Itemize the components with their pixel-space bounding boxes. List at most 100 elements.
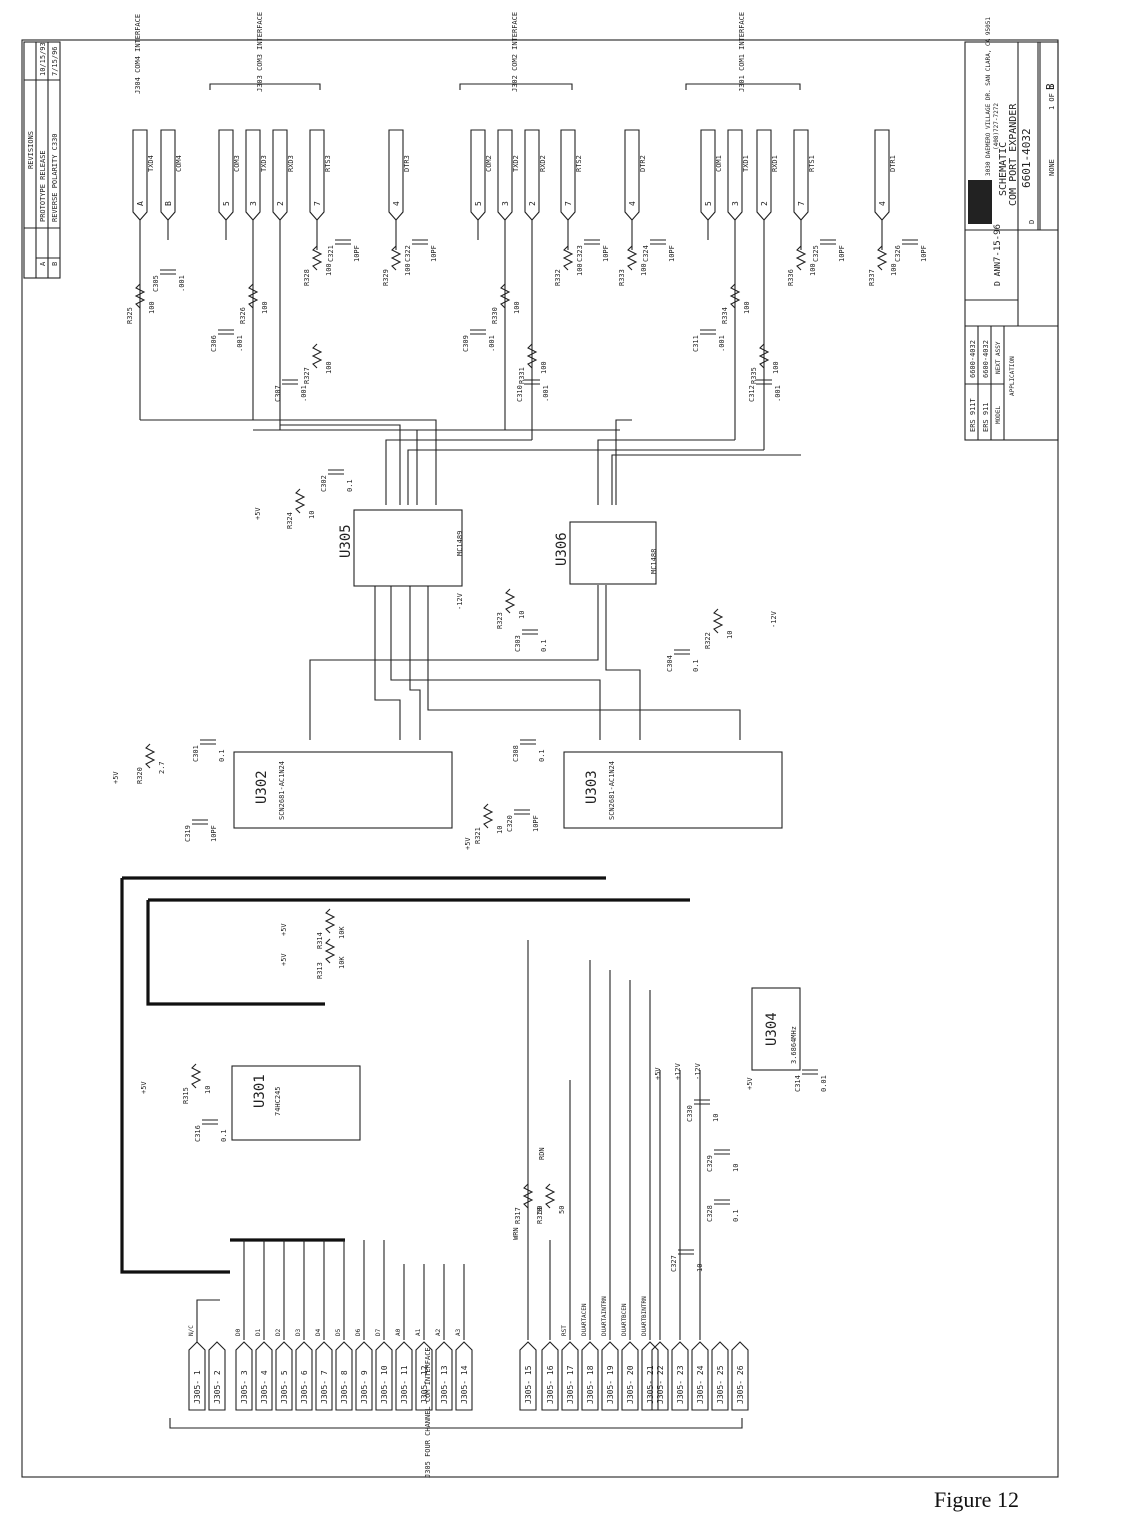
component-value: 0.1 — [346, 479, 354, 492]
capacitor-c309: C309.001 — [462, 329, 496, 352]
u303-part: SCN2681-AC1N24 — [608, 761, 616, 820]
j305-pin-20: J305- 20 DUARTBCEN — [621, 1303, 639, 1411]
pin-signal: DUARTACEN — [581, 1303, 588, 1336]
component-value: 100 — [325, 263, 333, 276]
component-value: 0.1 — [540, 639, 548, 652]
pin-signal: DUARTBCEN — [621, 1303, 628, 1336]
revision-a-desc: PROTOTYPE RELEASE — [39, 150, 47, 222]
ref-designator: C304 — [666, 655, 674, 672]
pin-number: J305- 19 — [606, 1365, 615, 1404]
rail-label-4: +5V — [464, 837, 472, 850]
port-connectors: J304 COM4 INTERFACE J303 COM3 INTERFACE … — [134, 12, 801, 94]
wiring — [120, 220, 883, 1342]
pin-number: 3 — [501, 201, 510, 206]
pin-number: J305- 7 — [320, 1370, 329, 1404]
component-value: 100 — [404, 263, 412, 276]
u302-part: SCN2681-AC1N24 — [278, 761, 286, 820]
pin-number: J305- 2 — [213, 1370, 222, 1404]
pin-signal: N/C — [188, 1325, 195, 1336]
ref-designator: R318 — [536, 1207, 544, 1224]
pin-number: J305- 10 — [380, 1365, 389, 1404]
ref-designator: C316 — [194, 1125, 202, 1142]
component-value: 0.1 — [218, 749, 226, 762]
ref-designator: R323 — [496, 612, 504, 629]
ref-designator: C305 — [152, 275, 160, 292]
component-value: .001 — [488, 335, 496, 352]
pin-number: 4 — [628, 201, 637, 206]
pin-number: J305- 11 — [400, 1365, 409, 1404]
j305-pin-5: J305- 5D2 — [275, 1328, 293, 1411]
component-value: 100 — [576, 263, 584, 276]
ref-designator: C319 — [184, 825, 192, 842]
j305-pin-25: J305- 25 — [711, 1341, 729, 1411]
revision-a-date: 10/15/93 — [39, 42, 47, 76]
j305-pin-6: J305- 6D3 — [295, 1328, 313, 1411]
j305-pin-9: J305- 9D6 — [355, 1328, 373, 1411]
drawing-scale: NONE — [1048, 159, 1056, 176]
pin-number: J305- 15 — [524, 1365, 533, 1404]
ref-designator: R322 — [704, 632, 712, 649]
pin-number: J305- 3 — [240, 1370, 249, 1404]
pin-signal: DTR3 — [403, 155, 411, 172]
resistor-r329: R329 100 — [382, 245, 412, 286]
pin-number: J305- 21 — [646, 1365, 655, 1404]
pin-number: J305- 4 — [260, 1370, 269, 1404]
revisions-block: REVISIONS A PROTOTYPE RELEASE 10/15/93 B… — [23, 41, 61, 279]
application-header: APPLICATION — [1009, 356, 1016, 396]
ref-designator: C301 — [192, 745, 200, 762]
revision-b-rev: B — [51, 262, 59, 266]
j305-pin-4: J305- 4D1 — [255, 1328, 273, 1411]
pin-signal: D4 — [315, 1328, 322, 1336]
component-value: .001 — [774, 385, 782, 402]
pin-signal: COM2 — [485, 155, 493, 172]
pin-number: 7 — [797, 201, 806, 206]
u304-part: 3.6864MHz — [790, 1026, 798, 1064]
ref-designator: C322 — [404, 245, 412, 262]
rail-label-0: +5V — [254, 507, 262, 520]
pin-number: J305- 20 — [626, 1365, 635, 1404]
u303-ref: U303 — [584, 770, 600, 804]
rail-label-9: +12V — [674, 1062, 682, 1080]
model-2: ERS 911 — [982, 402, 990, 432]
pin-signal: DUARTAINTRN — [601, 1296, 608, 1336]
ref-designator: C310 — [516, 385, 524, 402]
pin-signal: RST — [561, 1325, 568, 1336]
ref-designator: R329 — [382, 269, 390, 286]
rail-label-11: +5V — [746, 1077, 754, 1090]
pin-number: J305- 18 — [586, 1365, 595, 1404]
j305-pin-23: J305- 23 — [671, 1341, 689, 1411]
j305-pin-1: J305- 1N/C — [188, 1325, 206, 1411]
j305-pin-26: J305- 26 — [731, 1341, 749, 1411]
u305-driver: U305 MC1489 — [338, 509, 464, 587]
ref-designator: C326 — [894, 245, 902, 262]
pin-signal: TXD4 — [147, 155, 155, 172]
component-value: 100 — [325, 361, 333, 374]
pin-number: J305- 6 — [300, 1370, 309, 1404]
pin-signal: RTS3 — [324, 155, 332, 172]
component-value: 10 — [726, 631, 734, 639]
company-phone: (408)727-7272 — [993, 103, 1000, 150]
component-value: 10PF — [353, 245, 361, 262]
drawing-number: 6601-4032 — [1020, 128, 1033, 188]
ref-designator: C306 — [210, 335, 218, 352]
next-assy-header: NEXT ASSY — [995, 341, 1002, 374]
pin-signal: RTS1 — [808, 155, 816, 172]
ref-designator: R326 — [239, 307, 247, 324]
